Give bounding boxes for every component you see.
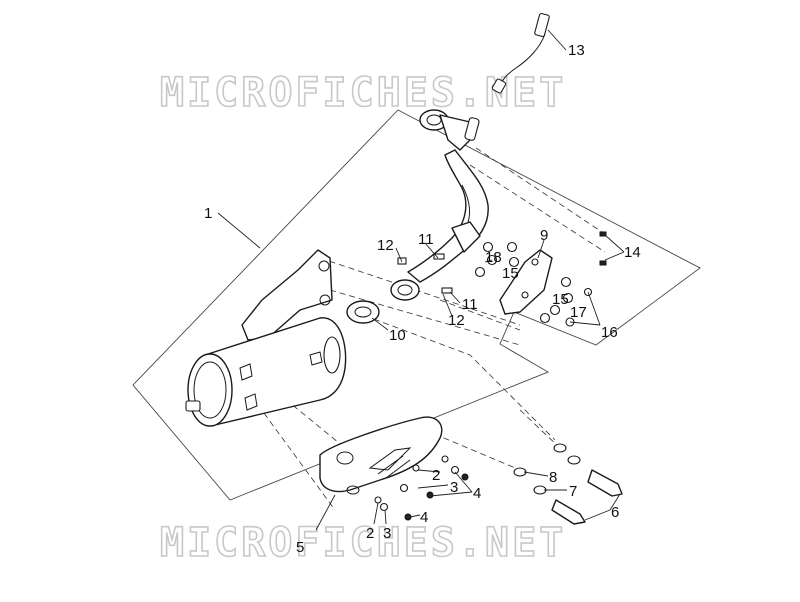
callout-5[interactable]: 5 <box>296 539 304 556</box>
callout-1[interactable]: 1 <box>204 205 212 222</box>
callout-12-upper[interactable]: 12 <box>377 237 394 254</box>
callout-11-upper[interactable]: 11 <box>418 231 434 248</box>
lambda-sensor[interactable] <box>491 12 550 94</box>
callout-labels: 13 1 9 14 12 11 18 15 15 17 16 11 12 10 … <box>204 42 641 556</box>
callout-15-lower[interactable]: 15 <box>552 291 569 308</box>
callout-13[interactable]: 13 <box>568 42 585 59</box>
callout-8[interactable]: 8 <box>549 469 557 486</box>
callout-7[interactable]: 7 <box>569 483 577 500</box>
watermark-top: MICROFICHES.NET <box>160 70 566 116</box>
callout-2-upper[interactable]: 2 <box>432 467 440 484</box>
callout-11-lower[interactable]: 11 <box>462 296 478 313</box>
callout-3-upper[interactable]: 3 <box>450 479 458 496</box>
callout-9[interactable]: 9 <box>540 227 548 244</box>
callout-15-upper[interactable]: 15 <box>502 265 519 282</box>
watermark-bottom: MICROFICHES.NET <box>160 520 566 566</box>
callout-17[interactable]: 17 <box>570 304 587 321</box>
muffler-heat-shield[interactable] <box>319 416 443 495</box>
mounting-bolts[interactable] <box>513 443 623 525</box>
alignment-lines <box>257 147 609 511</box>
callout-16[interactable]: 16 <box>601 324 618 341</box>
callout-4-lower[interactable]: 4 <box>420 509 428 526</box>
leader-lines <box>217 29 625 531</box>
callout-10[interactable]: 10 <box>389 327 406 344</box>
callout-18[interactable]: 18 <box>485 249 502 266</box>
exhaust-header-pipe[interactable] <box>390 109 489 301</box>
callout-4-upper[interactable]: 4 <box>473 485 481 502</box>
callout-12-lower[interactable]: 12 <box>448 312 465 329</box>
shield-fasteners[interactable] <box>374 455 469 521</box>
callout-6[interactable]: 6 <box>611 504 619 521</box>
header-heat-shield[interactable] <box>499 249 553 315</box>
callout-3-lower[interactable]: 3 <box>383 525 391 542</box>
muffler[interactable] <box>185 249 347 427</box>
exhaust-gasket[interactable] <box>346 300 380 324</box>
callout-14[interactable]: 14 <box>624 244 641 261</box>
callout-2-lower[interactable]: 2 <box>366 525 374 542</box>
